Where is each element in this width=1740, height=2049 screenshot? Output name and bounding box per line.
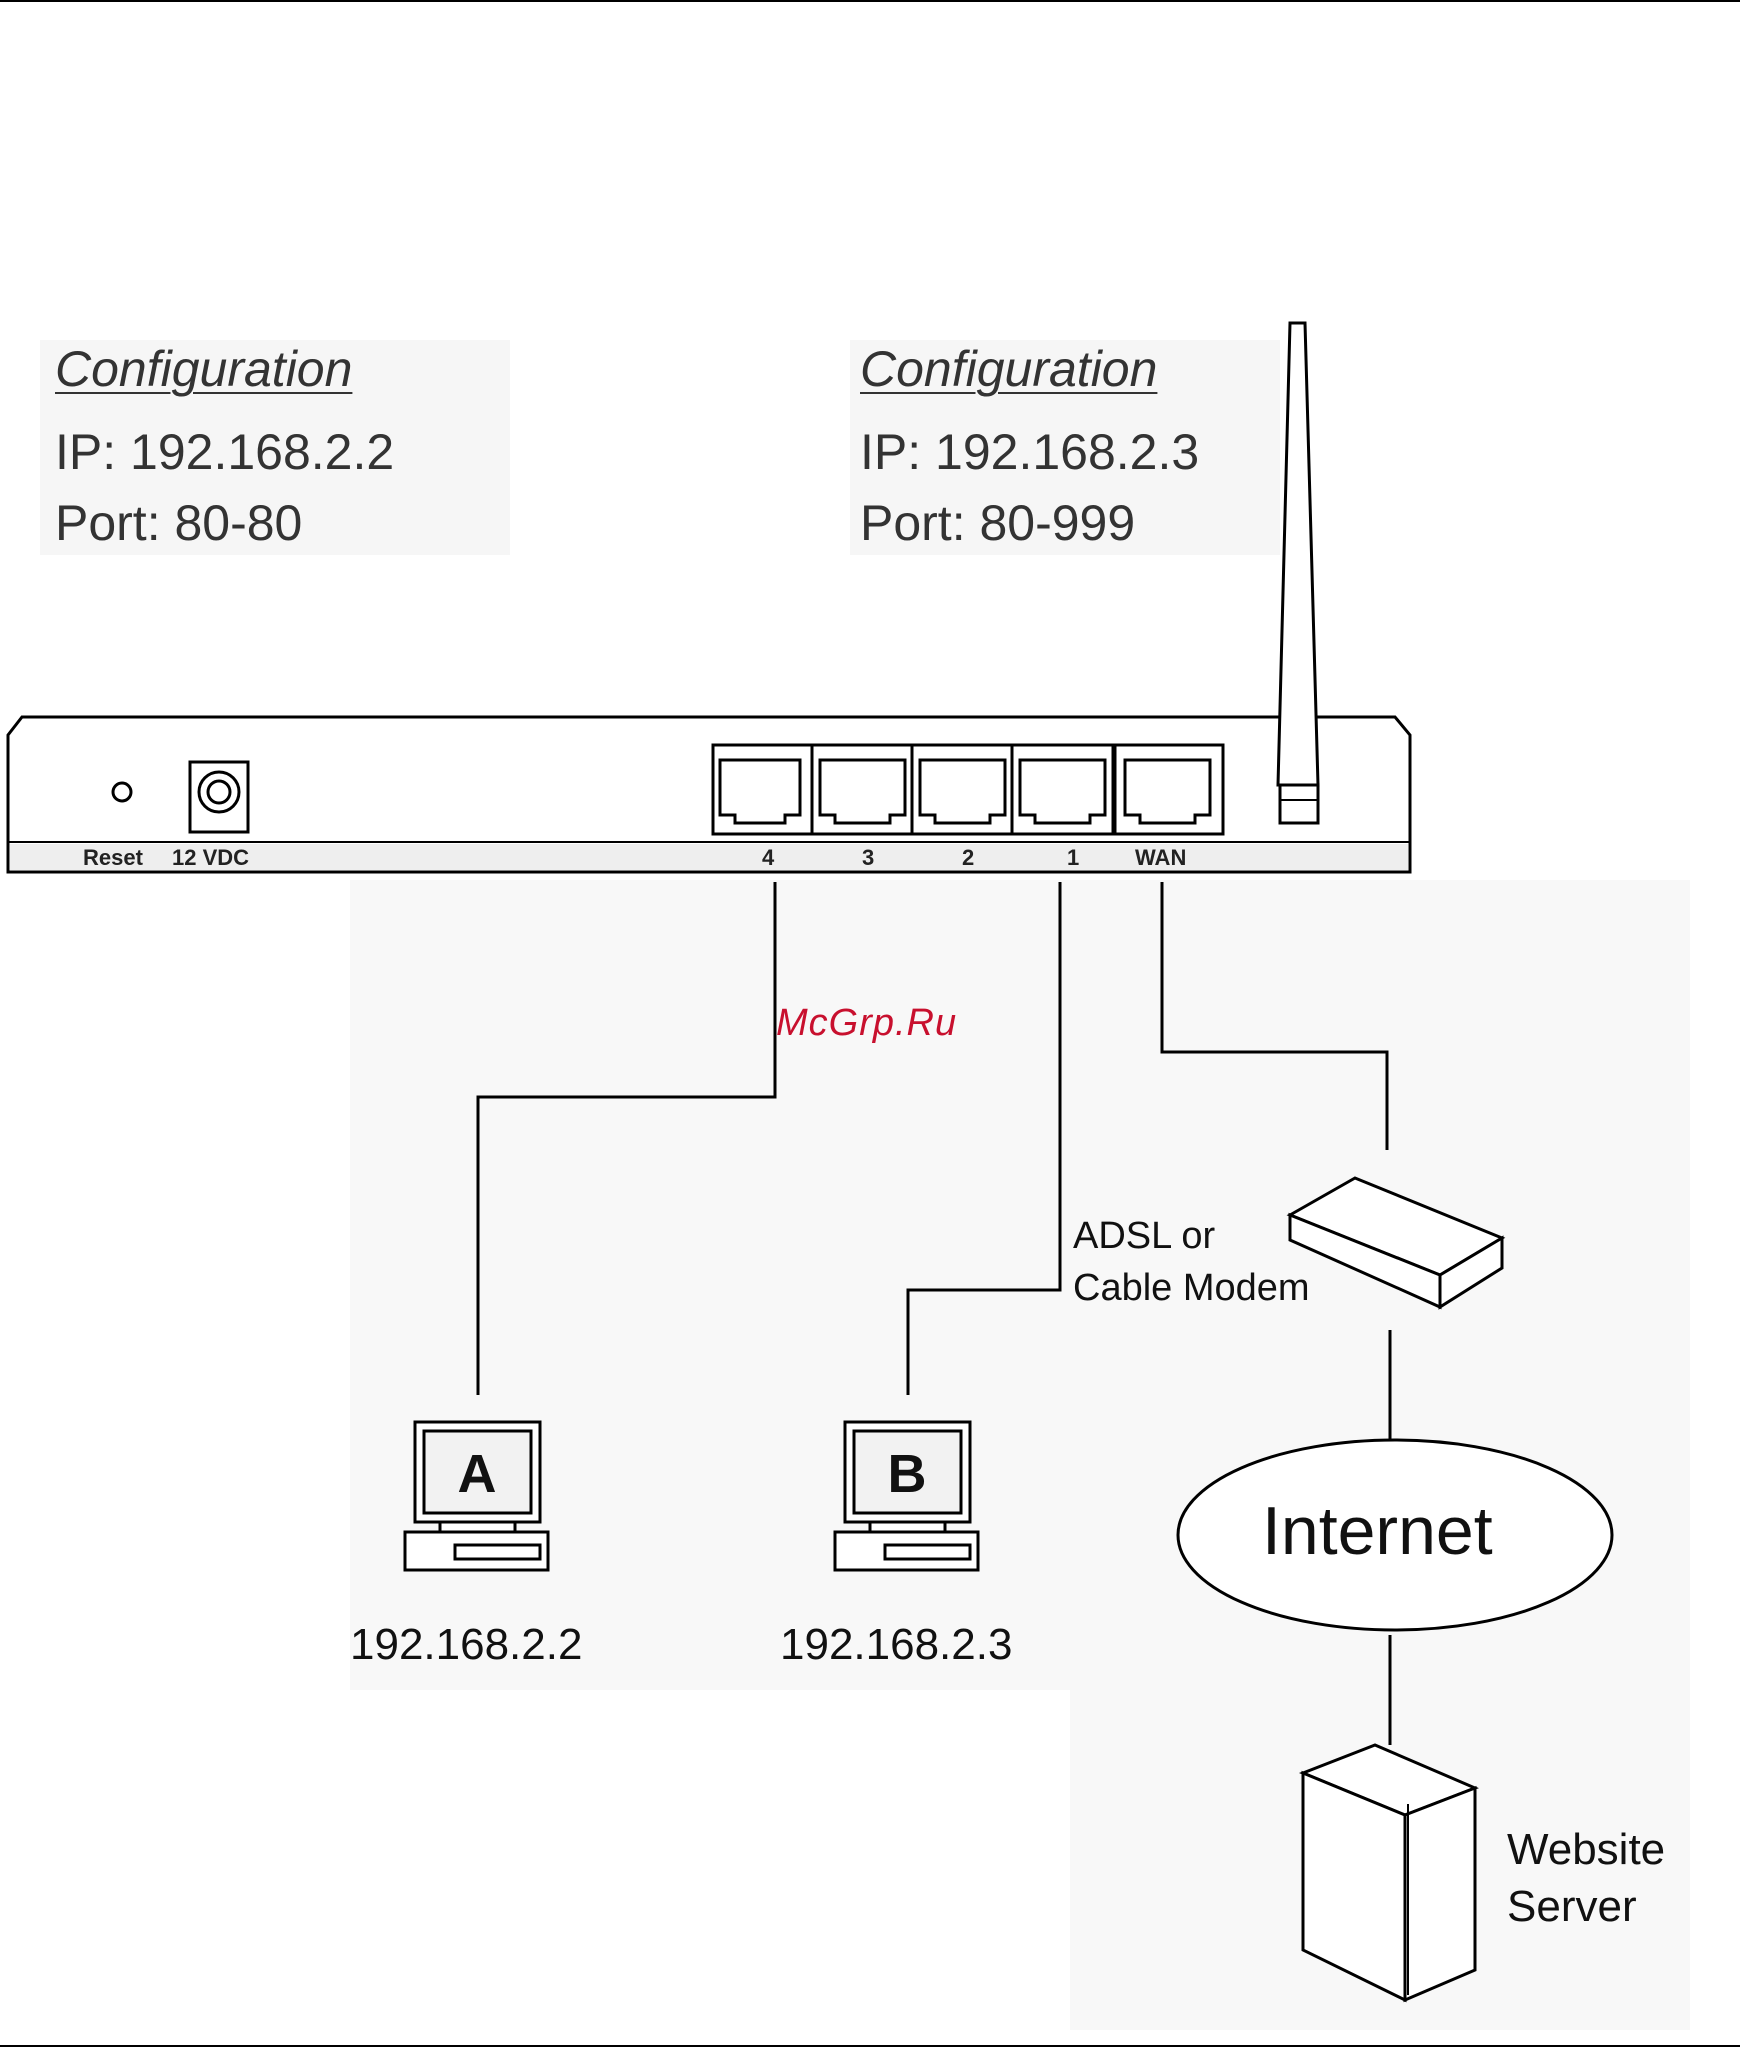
port-label-2: 2 [962,845,974,871]
computer-a-drive [455,1545,540,1559]
server-label-line-2: Server [1507,1882,1637,1932]
power-label: 12 VDC [172,845,249,871]
modem-label-line-1: ADSL or [1073,1215,1215,1258]
server-side [1405,1788,1475,2000]
config-right-heading: Configuration [860,340,1157,398]
wan-label: WAN [1135,845,1186,871]
internet-label: Internet [1262,1492,1493,1570]
antenna-base [1280,785,1318,823]
watermark: McGrp.Ru [776,1002,957,1045]
modem-label-line-2: Cable Modem [1073,1267,1310,1310]
port-label-4: 4 [762,845,774,871]
antenna [1278,323,1318,785]
computer-b-letter: B [877,1443,937,1505]
server-label-line-1: Website [1507,1825,1665,1875]
port-label-1: 1 [1067,845,1079,871]
config-right-port: Port: 80-999 [860,494,1135,552]
website-server [1303,1745,1475,2000]
port-label-3: 3 [862,845,874,871]
config-left-heading: Configuration [55,340,352,398]
computer-b-drive [885,1545,970,1559]
reset-label: Reset [83,845,143,871]
computer-a-ip: 192.168.2.2 [350,1620,582,1670]
config-left-ip: IP: 192.168.2.2 [55,423,394,481]
computer-b-ip: 192.168.2.3 [780,1620,1012,1670]
computer-a-letter: A [447,1443,507,1505]
config-right-ip: IP: 192.168.2.3 [860,423,1199,481]
config-left-port: Port: 80-80 [55,494,302,552]
